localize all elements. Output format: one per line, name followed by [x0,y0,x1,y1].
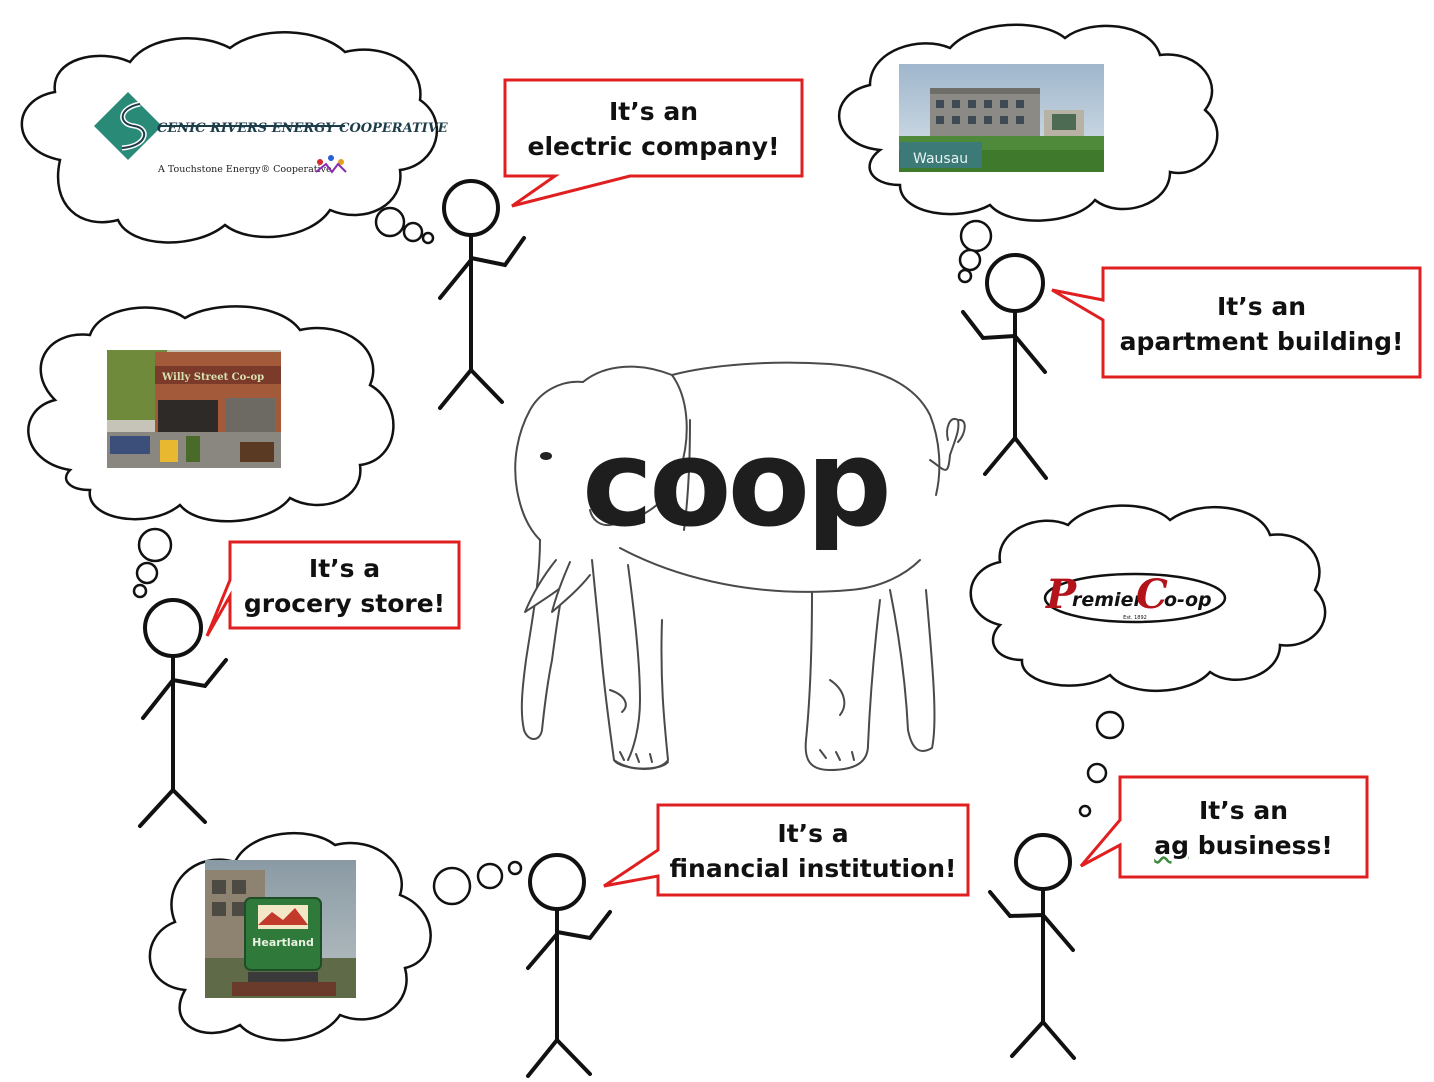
speech-callout-electric-shape [503,78,804,208]
speech-callout-grocery: It’s a grocery store! [230,545,459,627]
stick-figure-apartment [961,253,1048,480]
speech-callout-ag: It’s an ag business! [1120,781,1367,875]
thought-cloud-electric [20,31,439,245]
svg-text:o-op: o-op [1164,589,1212,611]
ag-rest-text: business! [1189,831,1333,860]
speech-callout-apartment-shape [1051,266,1422,379]
svg-text:C: C [1136,571,1168,618]
callout-line1: It’s a [777,819,849,848]
electric-cooperative-logo: CENIC RIVERS ENERGY COOPERATIVE A Touchs… [94,92,449,175]
thought-cloud-ag [969,504,1327,818]
svg-text:coop: coop [582,415,888,554]
svg-text:CENIC RIVERS ENERGY COOPERATIV: CENIC RIVERS ENERGY COOPERATIVE [157,121,449,136]
heartland-photo: Heartland [205,860,356,998]
callout-line2: grocery store! [243,589,446,618]
speech-callout-ag-shape [1079,775,1369,879]
callout-line1: It’s an [1198,796,1288,825]
stick-figure-electric [438,179,526,410]
speech-callout-financial-shape [603,803,970,897]
stick-figure-ag [988,833,1076,1060]
svg-text:P: P [1045,571,1078,618]
elephant-illustration [514,361,966,771]
callout-line2: ag business! [1154,828,1333,863]
svg-text:Wausau: Wausau [913,151,968,167]
svg-text:remier: remier [1072,589,1144,611]
speech-callout-electric: It’s an electric company! [505,84,802,174]
speech-callout-apartment: It’s an apartment building! [1103,274,1420,374]
grocery-store-photo: Willy Street Co-op [107,350,281,468]
coop-logo: coop [582,415,892,554]
callout-line2: electric company! [527,132,780,161]
callout-line2: financial institution! [669,854,957,883]
svg-text:Willy Street Co-op: Willy Street Co-op [161,372,264,383]
svg-text:A Touchstone Energy® Cooperati: A Touchstone Energy® Cooperative [157,164,332,175]
premier-coop-logo: P remier C o-op Est. 1892 [1043,571,1227,624]
svg-text:Est. 1892: Est. 1892 [1123,615,1147,621]
speech-callout-grocery-shape [205,540,461,637]
ag-underlined-word: ag [1154,831,1189,860]
svg-text:Heartland: Heartland [252,936,314,949]
callout-line1: It’s a [308,554,381,583]
touchstone-icon [315,155,347,174]
callout-line2: apartment building! [1119,327,1404,356]
callout-line1: It’s an [1216,292,1306,321]
speech-callout-financial: It’s a financial institution! [658,808,968,894]
stick-figure-financial [526,853,612,1078]
apartment-photo: Wausau [899,64,1104,172]
callout-line1: It’s an [608,97,698,126]
stick-figure-grocery [138,598,228,828]
